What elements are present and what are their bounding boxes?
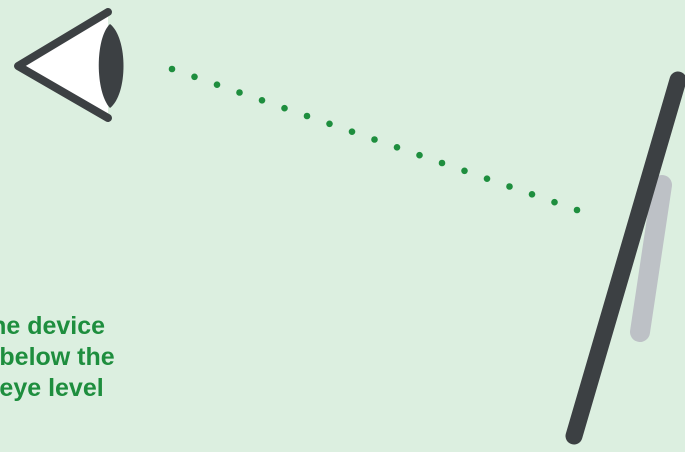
sightline-dot xyxy=(281,105,288,112)
sightline-dot xyxy=(484,175,491,182)
line-of-sight xyxy=(169,66,581,214)
sightline-dot xyxy=(169,66,176,73)
sightline-dot xyxy=(574,207,581,214)
sightline-dot xyxy=(394,144,401,151)
sightline-dot xyxy=(439,160,446,167)
caption-line-3: er’s eye level xyxy=(0,373,278,404)
sightline-dot xyxy=(236,89,243,96)
sightline-dot xyxy=(191,74,198,81)
sightline-dot xyxy=(416,152,423,159)
eye-icon xyxy=(18,12,124,118)
sightline-dot xyxy=(214,81,221,88)
instruction-caption: ce the device ntly below the er’s eye le… xyxy=(0,311,278,404)
sightline-dot xyxy=(461,168,468,175)
sightline-dot xyxy=(304,113,311,120)
device-icon xyxy=(574,80,678,436)
sightline-dot xyxy=(506,183,513,190)
caption-line-2: ntly below the xyxy=(0,342,278,373)
sightline-dot xyxy=(326,121,333,128)
sightline-dot xyxy=(529,191,536,198)
sightline-dot xyxy=(371,136,378,143)
sightline-dot xyxy=(349,128,356,135)
sightline-dot xyxy=(259,97,266,104)
sightline-dot xyxy=(551,199,558,206)
caption-line-1: ce the device xyxy=(0,311,278,342)
